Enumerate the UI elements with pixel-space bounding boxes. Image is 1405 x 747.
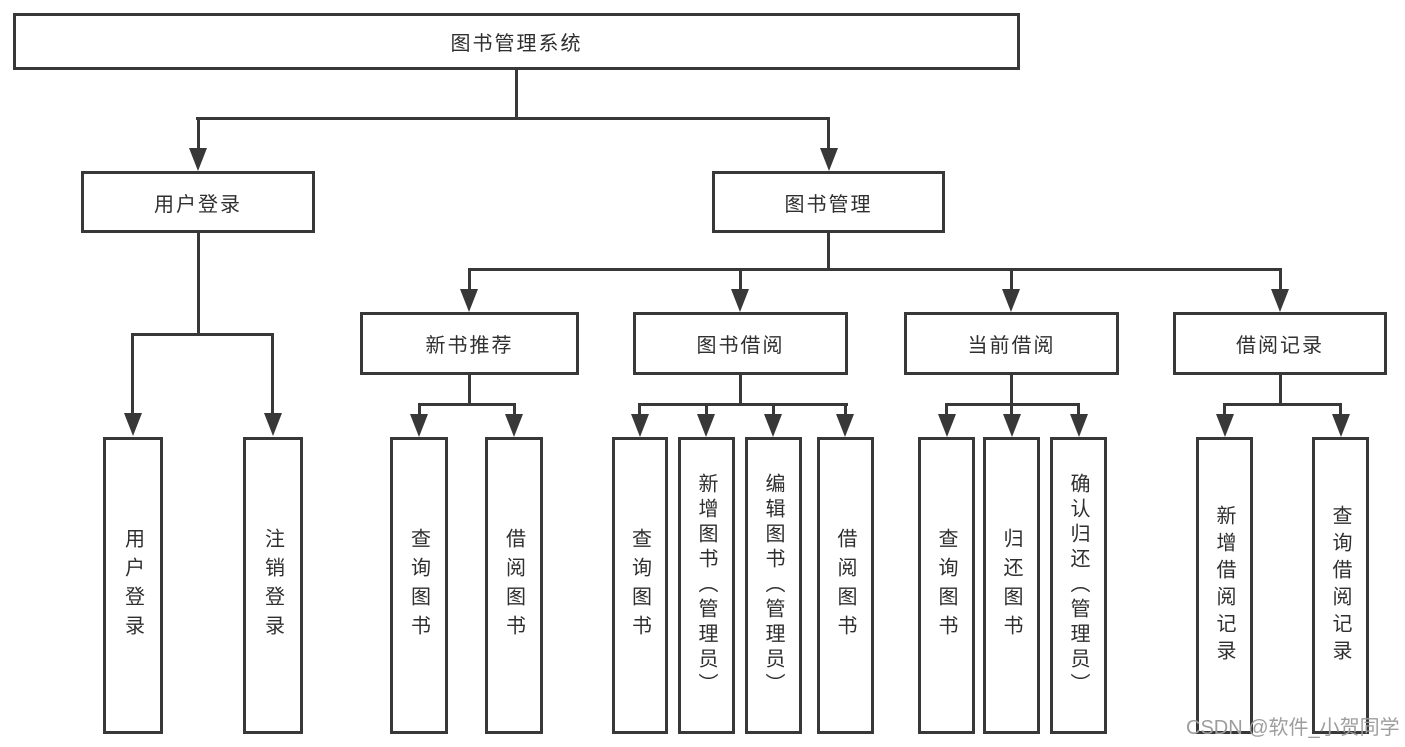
leaf-edit-books-admin: 编辑图书（管理员） [745, 437, 802, 734]
connector-line [271, 333, 274, 415]
arrow-down-icon [505, 414, 523, 437]
connector-line [131, 333, 134, 415]
connector-line [513, 403, 516, 416]
arrow-down-icon [820, 148, 838, 171]
csdn-watermark: CSDN @软件_小贺同学 [1186, 717, 1400, 739]
leaf-confirm-return-admin: 确认归还（管理员） [1050, 437, 1107, 734]
leaf-borrow-books: 借阅图书 [817, 437, 874, 734]
leaf-user-login: 用户登录 [103, 437, 163, 734]
leaf-query-books-borrow: 查询图书 [612, 437, 668, 734]
arrow-down-icon [731, 289, 749, 312]
connector-line [1279, 375, 1282, 406]
leaf-add-books-admin: 新增图书（管理员） [678, 437, 735, 734]
connector-line [468, 268, 471, 292]
connector-line [418, 403, 516, 406]
arrow-down-icon [697, 414, 715, 437]
arrow-down-icon [764, 414, 782, 437]
leaf-return-books: 归还图书 [983, 437, 1040, 734]
connector-line [197, 117, 200, 151]
connector-line [418, 403, 421, 416]
connector-line [131, 333, 274, 336]
node-book-management: 图书管理 [712, 171, 945, 233]
leaf-query-books-recommend: 查询图书 [390, 437, 448, 734]
arrow-down-icon [631, 414, 649, 437]
leaf-query-books-current: 查询图书 [918, 437, 975, 734]
connector-line [772, 403, 775, 416]
arrow-down-icon [410, 414, 428, 437]
connector-line [844, 403, 847, 416]
connector-line [1077, 403, 1080, 416]
arrow-down-icon [1216, 414, 1234, 437]
connector-line [739, 268, 742, 292]
connector-line [1279, 268, 1282, 292]
connector-line [1223, 403, 1226, 416]
connector-line [1010, 375, 1013, 406]
connector-line [468, 375, 471, 406]
arrow-down-icon [264, 413, 282, 436]
connector-line [739, 375, 742, 406]
arrow-down-icon [938, 414, 956, 437]
arrow-down-icon [124, 413, 142, 436]
connector-line [1010, 403, 1013, 416]
arrow-down-icon [1271, 289, 1289, 312]
connector-line [1339, 403, 1342, 416]
connector-line [827, 233, 830, 270]
leaf-add-borrow-record: 新增借阅记录 [1196, 437, 1253, 734]
arrow-down-icon [189, 148, 207, 171]
connector-line [638, 403, 641, 416]
arrow-down-icon [1003, 414, 1021, 437]
leaf-borrow-books-recommend: 借阅图书 [485, 437, 543, 734]
node-borrow-records: 借阅记录 [1173, 312, 1387, 375]
arrow-down-icon [1002, 289, 1020, 312]
connector-line [1223, 403, 1342, 406]
arrow-down-icon [836, 414, 854, 437]
connector-line [1010, 268, 1013, 292]
connector-line [196, 117, 830, 120]
connector-line [827, 117, 830, 151]
node-current-borrow: 当前借阅 [904, 312, 1119, 375]
node-root-library-system: 图书管理系统 [13, 13, 1020, 70]
node-user-login: 用户登录 [81, 171, 315, 233]
connector-line [638, 403, 848, 406]
leaf-query-borrow-record: 查询借阅记录 [1312, 437, 1369, 734]
connector-line [945, 403, 948, 416]
connector-line [197, 233, 200, 336]
node-new-book-recommend: 新书推荐 [360, 312, 579, 375]
arrow-down-icon [460, 289, 478, 312]
node-book-borrow: 图书借阅 [633, 312, 848, 375]
leaf-logout: 注销登录 [243, 437, 303, 734]
connector-line [515, 70, 518, 118]
connector-line [468, 268, 1282, 271]
connector-line [705, 403, 708, 416]
arrow-down-icon [1070, 414, 1088, 437]
arrow-down-icon [1332, 414, 1350, 437]
